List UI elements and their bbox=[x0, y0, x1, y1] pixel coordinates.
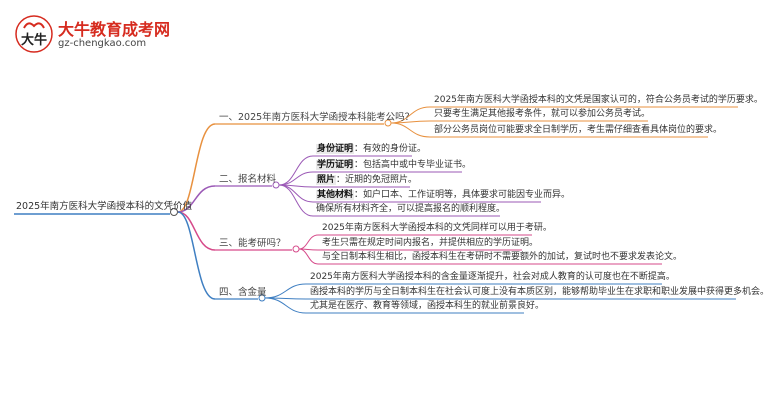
branch-4-label[interactable]: 四、含金量 bbox=[219, 287, 267, 298]
leaf-3-3: 与全日制本科生相比，函授本科生在考研时不需要额外的加试，复试时也不要求发表论文。 bbox=[322, 252, 683, 262]
logo-url: gz-chengkao.com bbox=[58, 38, 147, 49]
leaf-2-4: 其他材料：如户口本、工作证明等，具体要求可能因专业而异。 bbox=[316, 190, 570, 201]
logo-mark-text: 大牛 bbox=[21, 32, 47, 48]
leaf-1-3: 部分公务员岗位可能要求全日制学历，考生需仔细查看具体岗位的要求。 bbox=[434, 125, 723, 135]
leaf-2-2: 学历证明：包括高中或中专毕业证书。 bbox=[316, 160, 471, 171]
logo-title: 大牛教育成考网 bbox=[58, 20, 171, 39]
site-logo[interactable]: 大牛 大牛教育成考网 gz-chengkao.com bbox=[14, 14, 170, 56]
branch-3-label[interactable]: 三、能考研吗？ bbox=[219, 238, 286, 249]
branch-2-link bbox=[177, 185, 216, 213]
leaf-4-1: 2025年南方医科大学函授本科的含金量逐渐提升，社会对成人教育的认可度也在不断提… bbox=[310, 272, 675, 282]
leaf-3-1: 2025年南方医科大学函授本科的文凭同样可以用于考研。 bbox=[322, 223, 552, 233]
leaf-3-2: 考生只需在规定时间内报名，并提供相应的学历证明。 bbox=[322, 238, 539, 248]
mindmap-connectors bbox=[14, 106, 738, 314]
leaf-1-2: 只要考生满足其他报考条件，就可以参加公务员考试。 bbox=[434, 109, 651, 119]
leaf-2-3-key: 照片 bbox=[316, 175, 337, 185]
branch-1-label[interactable]: 一、2025年南方医科大学函授本科能考公吗？ bbox=[219, 112, 415, 123]
root-node-dot bbox=[170, 208, 178, 216]
leaf-4-3: 尤其是在医疗、教育等领域，函授本科生的就业前景良好。 bbox=[310, 301, 545, 311]
branch-3-link bbox=[177, 211, 216, 251]
leaf-2-1-key: 身份证明 bbox=[316, 144, 355, 154]
leaf-2-4-text: ：如户口本、工作证明等，具体要求可能因专业而异。 bbox=[354, 190, 571, 200]
leaf-2-2-key: 学历证明 bbox=[316, 160, 355, 170]
leaf-1-1: 2025年南方医科大学函授本科的文凭是国家认可的，符合公务员考试的学历要求。 bbox=[434, 95, 763, 105]
leaf-2-2-text: ：包括高中或中专毕业证书。 bbox=[354, 160, 472, 170]
leaf-2-3-text: ：近期的免冠照片。 bbox=[336, 175, 418, 185]
branch-1-link bbox=[177, 123, 216, 213]
leaf-2-1: 身份证明：有效的身份证。 bbox=[316, 144, 426, 155]
leaf-2-5: 确保所有材料齐全，可以提高报名的顺利程度。 bbox=[316, 204, 506, 214]
leaf-2-1-text: ：有效的身份证。 bbox=[354, 144, 427, 154]
leaf-2-4-key: 其他材料 bbox=[316, 190, 355, 200]
leaf-4-2: 函授本科的学历与全日制本科生在社会认可度上没有本质区别，能够帮助毕业生在求职和职… bbox=[310, 287, 769, 297]
branch-4-link bbox=[177, 211, 216, 300]
root-topic[interactable]: 2025年南方医科大学函授本科的文凭价值 bbox=[16, 201, 193, 212]
bull-logo-icon: 大牛 bbox=[15, 15, 53, 53]
leaf-2-3: 照片：近期的免冠照片。 bbox=[316, 175, 417, 186]
branch-2-label[interactable]: 二、报名材料 bbox=[219, 174, 277, 185]
